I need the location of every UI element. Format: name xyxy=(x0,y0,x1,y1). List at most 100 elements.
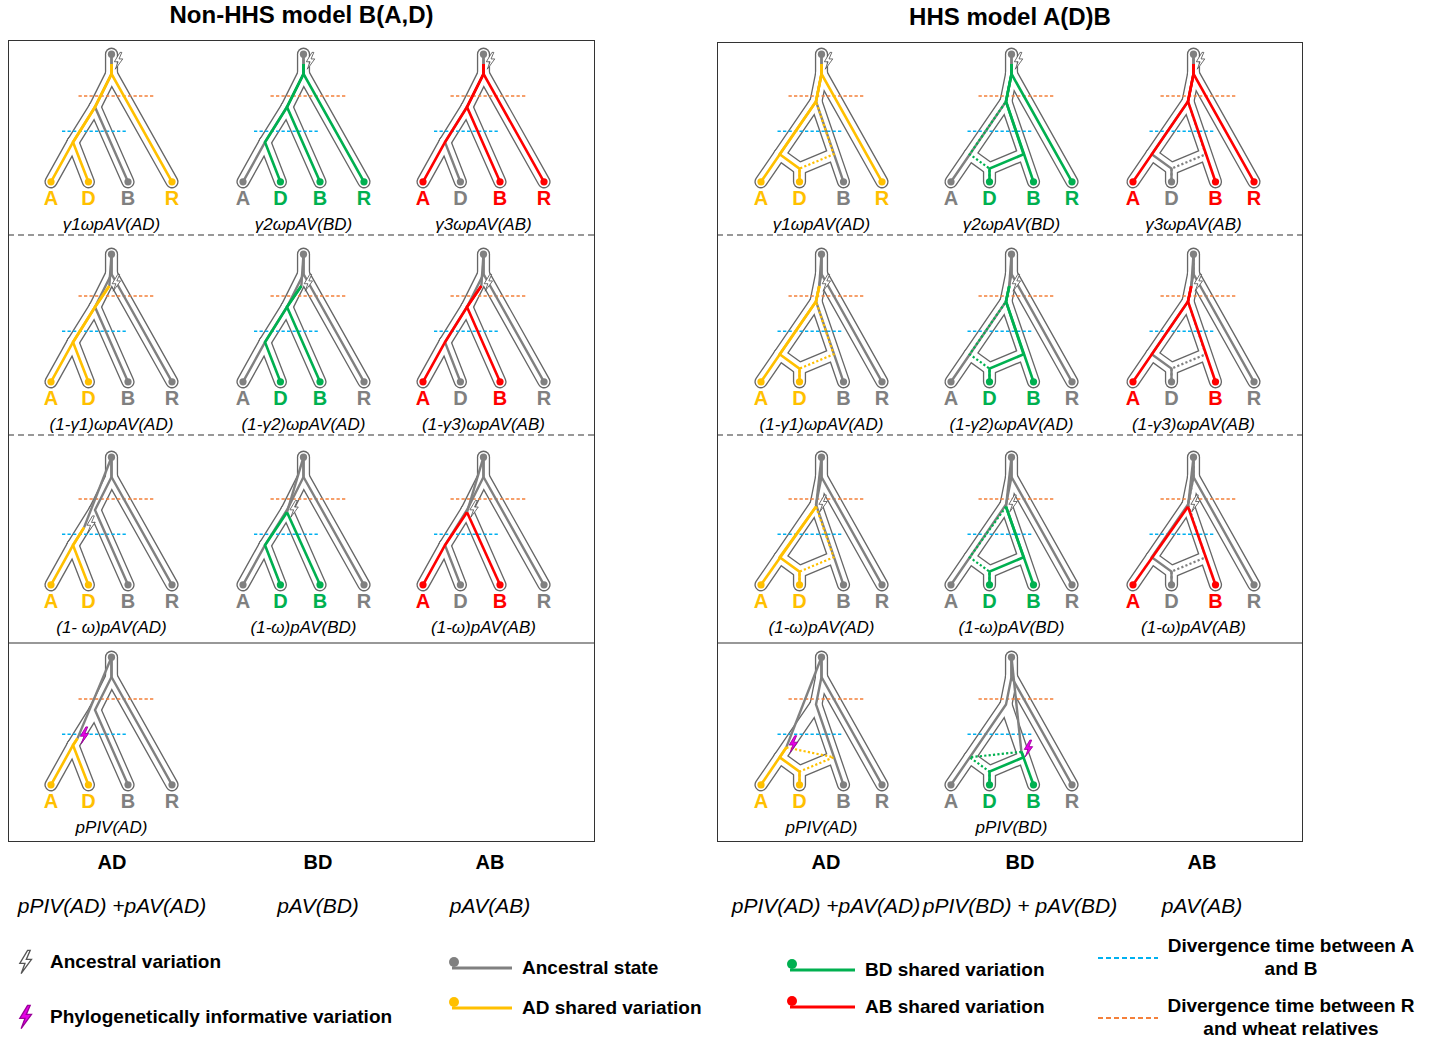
species-tube xyxy=(1188,505,1216,585)
ancestral-variation-icon xyxy=(1194,274,1202,291)
tip-label: B xyxy=(836,187,850,209)
legend-icon xyxy=(20,1005,32,1028)
shared-lineage xyxy=(1133,507,1188,585)
tip-dot xyxy=(796,378,803,385)
tip-dot xyxy=(1068,781,1075,788)
tip-label: B xyxy=(121,387,135,409)
alternative-lineage xyxy=(800,507,834,585)
tip-label: R xyxy=(1065,790,1079,812)
divergence-line xyxy=(1150,533,1216,534)
probability-formula: (1-γ1)ωpAV(AD) xyxy=(760,415,884,434)
tip-label: B xyxy=(313,387,327,409)
shared-lineage xyxy=(780,747,800,784)
tip-label: A xyxy=(44,387,58,409)
tip-dot xyxy=(360,581,367,588)
tip-label: R xyxy=(357,387,371,409)
probability-formula: (1-ω)pAV(AB) xyxy=(1141,618,1246,637)
tip-dot xyxy=(1129,378,1136,385)
tip-label: D xyxy=(982,387,996,409)
ancestral-lineage xyxy=(816,657,844,785)
tip-dot xyxy=(1168,178,1175,185)
tip-label: B xyxy=(1026,187,1040,209)
legend-dot xyxy=(449,957,459,967)
probability-formula: γ3ωpAV(AB) xyxy=(1145,215,1241,234)
divergence-line xyxy=(968,130,1034,131)
divergence-line xyxy=(1150,330,1216,331)
pattern-heading: BD xyxy=(1006,851,1035,873)
tip-dot xyxy=(1168,378,1175,385)
tip-dot xyxy=(757,581,764,588)
root-dot xyxy=(300,251,307,258)
tip-label: R xyxy=(1065,387,1079,409)
tip-dot xyxy=(124,781,131,788)
ancestral-variation-icon xyxy=(112,274,120,291)
ancestral-lineage xyxy=(1012,254,1073,382)
tip-label: A xyxy=(1126,387,1140,409)
divergence-line xyxy=(79,95,156,96)
tip-label: B xyxy=(121,187,135,209)
root-dot xyxy=(818,454,825,461)
row-separator xyxy=(717,642,1303,643)
tip-label: D xyxy=(81,387,95,409)
shared-lineage xyxy=(1194,64,1255,182)
tip-dot xyxy=(316,378,323,385)
ancestral-variation-icon xyxy=(486,52,494,69)
tip-dot xyxy=(1030,781,1037,788)
probability-formula: γ3ωpAV(AB) xyxy=(435,215,531,234)
gene-tree xyxy=(947,454,1075,589)
gene-tree xyxy=(757,251,885,386)
species-tube xyxy=(1172,154,1206,168)
divergence-line xyxy=(254,330,320,331)
root-dot xyxy=(108,251,115,258)
probability-formula: (1- ω)pAV(AD) xyxy=(56,618,167,637)
probability-formula: (1-γ2)ωpAV(AD) xyxy=(242,415,366,434)
tip-label: D xyxy=(982,790,996,812)
ancestral-lineage xyxy=(445,254,484,382)
divergence-line xyxy=(979,498,1056,499)
legend-dot xyxy=(787,959,797,969)
tip-dot xyxy=(168,378,175,385)
ancestral-variation-icon xyxy=(484,274,492,291)
tip-dot xyxy=(239,378,246,385)
ancestral-lineage xyxy=(786,657,821,747)
root-dot xyxy=(108,654,115,661)
tip-dot xyxy=(168,178,175,185)
tip-label: B xyxy=(1208,187,1222,209)
legend-swatch xyxy=(790,1006,855,1009)
legend-swatch xyxy=(452,967,512,970)
ancestral-lineage xyxy=(112,254,173,382)
tip-dot xyxy=(878,178,885,185)
shared-lineage xyxy=(287,512,320,585)
legend-swatch xyxy=(452,1007,512,1010)
tip-dot xyxy=(947,378,954,385)
tip-dot xyxy=(85,178,92,185)
tip-label: A xyxy=(1126,590,1140,612)
divergence-line xyxy=(789,95,866,96)
gene-tree xyxy=(239,454,367,589)
tip-dot xyxy=(419,378,426,385)
shared-lineage xyxy=(73,64,112,182)
root-dot xyxy=(818,51,825,58)
root-dot xyxy=(300,51,307,58)
tip-dot xyxy=(840,378,847,385)
divergence-line xyxy=(62,733,128,734)
tip-label: A xyxy=(44,187,58,209)
tip-label: D xyxy=(792,590,806,612)
tip-label: R xyxy=(1247,590,1261,612)
tip-label: A xyxy=(754,187,768,209)
shared-lineage xyxy=(990,64,1024,182)
tip-label: D xyxy=(81,790,95,812)
ancestral-variation-icon xyxy=(1009,495,1017,512)
ancestral-lineage xyxy=(84,457,112,527)
root-dot xyxy=(480,454,487,461)
ancestral-variation-icon xyxy=(87,516,95,533)
tip-dot xyxy=(840,781,847,788)
tip-label: D xyxy=(81,590,95,612)
ancestral-lineage xyxy=(77,657,111,738)
tip-label: A xyxy=(416,187,430,209)
model-panel: HHS model A(D)B xyxy=(717,42,1303,842)
tip-dot xyxy=(1212,178,1219,185)
probability-formula: (1-ω)pAV(BD) xyxy=(959,618,1065,637)
tip-dot xyxy=(239,178,246,185)
tip-label: D xyxy=(982,187,996,209)
